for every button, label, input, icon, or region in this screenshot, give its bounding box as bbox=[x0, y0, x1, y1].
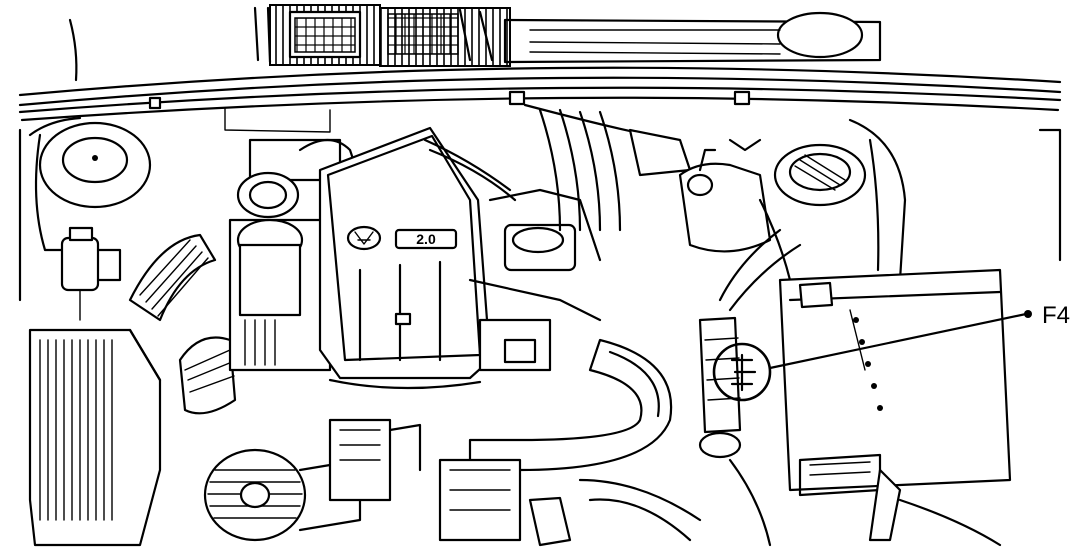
cowl-panel bbox=[68, 4, 882, 82]
engine-cover-badge: 2.0 bbox=[416, 231, 436, 247]
coolant-pipe bbox=[438, 338, 673, 542]
fuse-f4-marker bbox=[712, 342, 772, 402]
center-hoses bbox=[423, 138, 602, 372]
callout-dot bbox=[1024, 310, 1032, 318]
lower-right-components bbox=[728, 458, 1002, 547]
washer-reservoir bbox=[60, 226, 122, 321]
right-strut-tower bbox=[848, 118, 1062, 282]
intake-runners bbox=[523, 103, 692, 232]
intake-hose bbox=[128, 233, 237, 415]
callout-label-f4: F4 bbox=[1042, 302, 1070, 329]
air-filter-box bbox=[28, 328, 162, 547]
callout-leader-line bbox=[769, 310, 1032, 370]
firewall-plenum bbox=[18, 66, 1062, 133]
lower-center-components bbox=[328, 418, 702, 547]
battery bbox=[778, 268, 1012, 497]
throttle-body bbox=[228, 138, 362, 372]
alternator bbox=[203, 448, 362, 542]
coolant-reservoir bbox=[678, 138, 772, 253]
brake-fluid-cap bbox=[758, 143, 867, 282]
left-strut-tower bbox=[18, 116, 152, 302]
engine-cover: 2.0 bbox=[318, 126, 492, 390]
